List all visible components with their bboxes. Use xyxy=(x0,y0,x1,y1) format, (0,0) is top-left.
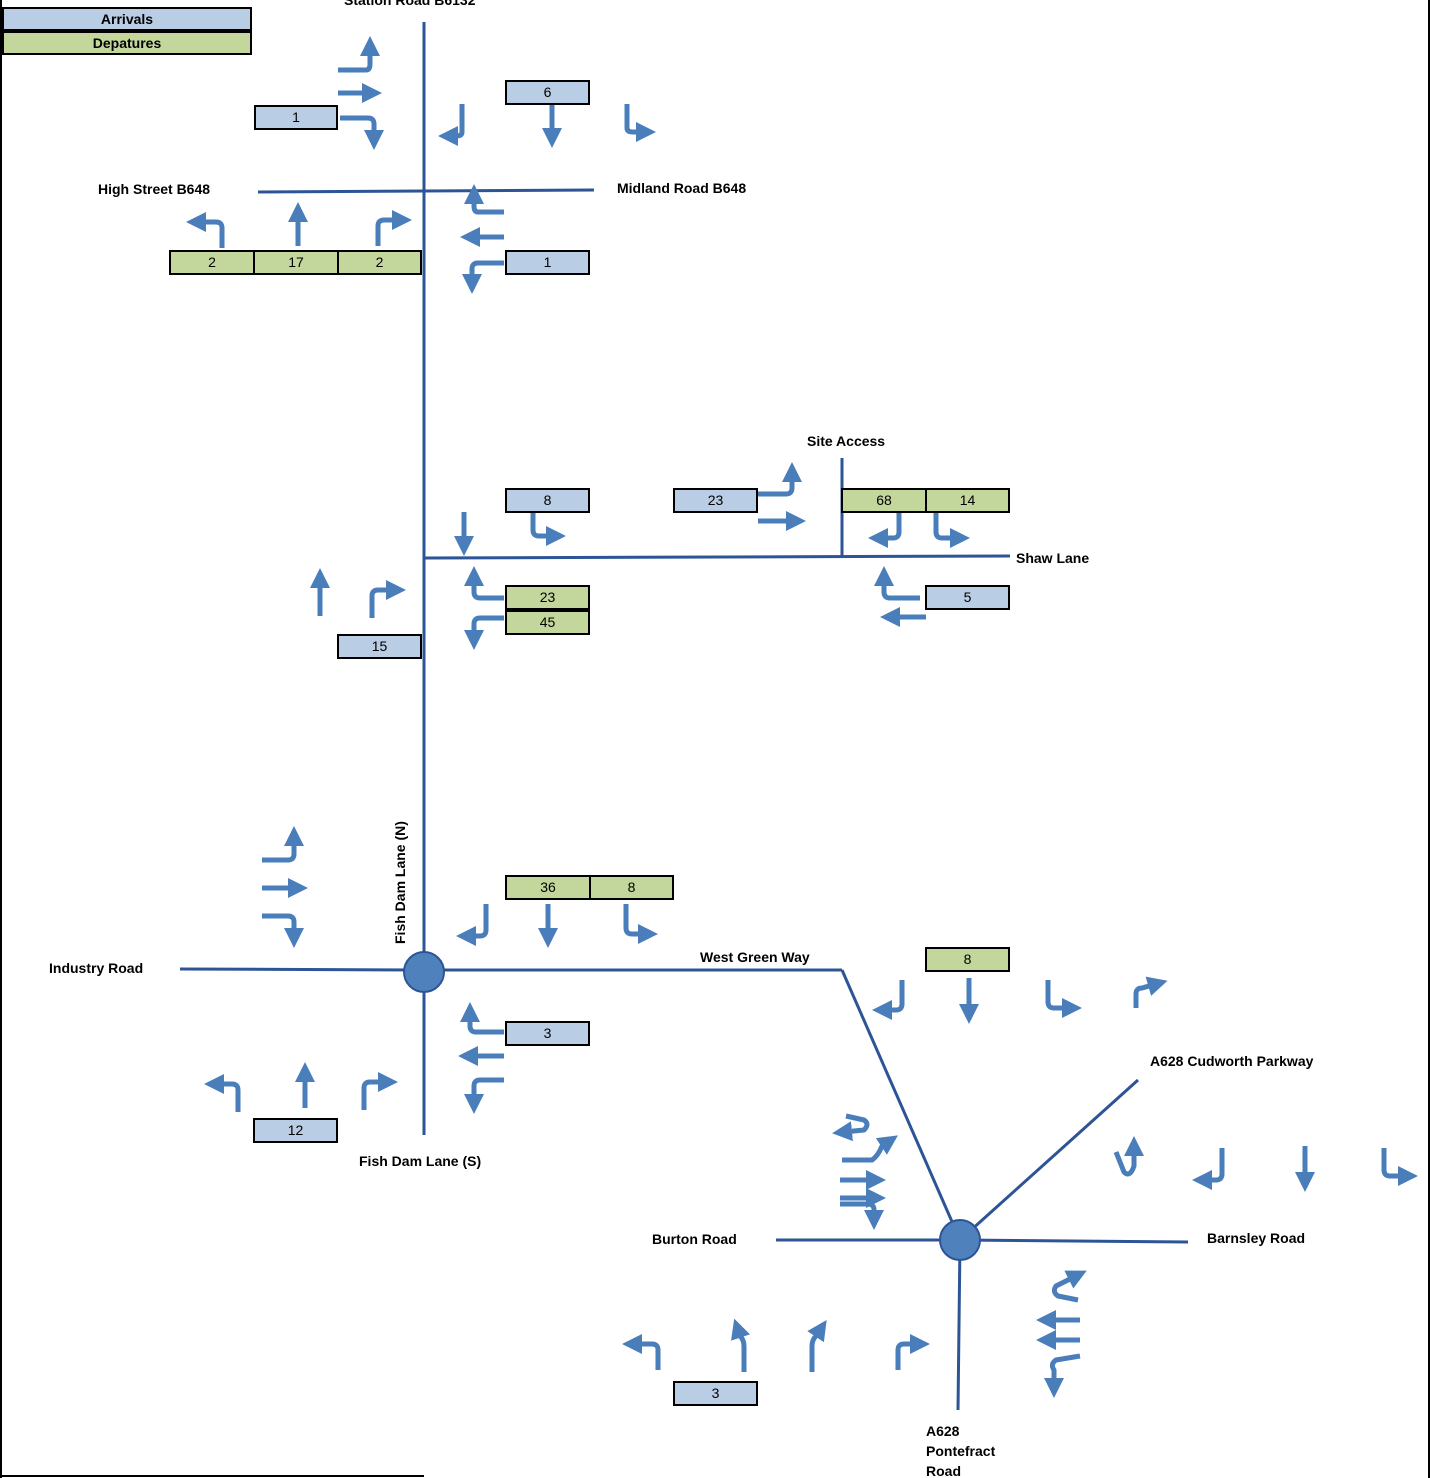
cudworth-parkway-line xyxy=(958,1078,1140,1242)
count-box-arrival: 1 xyxy=(505,250,590,275)
arrow-left-turn-icon xyxy=(262,826,304,863)
shaw-lane-line xyxy=(423,554,1011,560)
arrow-right-turn-icon xyxy=(438,104,465,146)
arrow-left-turn-icon xyxy=(464,1077,504,1114)
arrow-right-turn-icon xyxy=(840,1201,884,1230)
arrow-left-turn-icon xyxy=(338,36,380,73)
count-box-departure: 45 xyxy=(505,610,590,635)
count-box-departure: 8 xyxy=(589,875,674,900)
arrow-right-turn-icon xyxy=(464,184,504,215)
arrow-left-turn-icon xyxy=(1045,980,1082,1018)
arrow-left-turn-icon xyxy=(933,510,970,548)
arrow-right-turn-icon xyxy=(262,913,304,948)
label-industry-road: Industry Road xyxy=(49,960,144,976)
arrow-left-turn-icon xyxy=(462,260,504,294)
count-box-arrival: 3 xyxy=(505,1021,590,1046)
arrow-left-turn-icon xyxy=(186,212,225,248)
count-box-departure: 14 xyxy=(925,488,1010,513)
arrow-left-turn-icon xyxy=(464,615,504,650)
label-pontefract-road-1: A628 xyxy=(926,1423,960,1439)
legend-departures: Depatures xyxy=(2,31,252,55)
label-barnsley-road: Barnsley Road xyxy=(1207,1230,1306,1246)
barnsley-road-line xyxy=(959,1238,1189,1244)
arrow-right-turn-icon xyxy=(868,510,902,548)
pontefract-road-line xyxy=(956,1239,962,1411)
roundabout-fish-dam xyxy=(403,951,445,993)
arrow-right-turn-icon xyxy=(872,980,905,1020)
label-site-access: Site Access xyxy=(807,433,886,449)
label-midland-road: Midland Road B648 xyxy=(617,180,747,196)
count-box-departure: 68 xyxy=(841,488,927,513)
count-box-arrival: 15 xyxy=(337,634,422,659)
arrow-left-turn-icon xyxy=(530,512,566,546)
legend-arrivals: Arrivals xyxy=(2,7,252,31)
count-box-departure: 23 xyxy=(505,585,590,610)
arrow-right-turn-icon xyxy=(456,904,489,946)
count-box-arrival: 8 xyxy=(505,488,590,513)
label-pontefract-road-3: Road xyxy=(926,1463,961,1477)
arrow-right-turn-icon xyxy=(369,580,406,618)
count-box-arrival: 23 xyxy=(673,488,758,513)
label-fish-dam-lane-n: Fish Dam Lane (N) xyxy=(392,821,408,944)
count-box-departure: 2 xyxy=(169,250,255,275)
label-pontefract-road-2: Pontefract xyxy=(926,1443,996,1459)
label-cudworth-parkway: A628 Cudworth Parkway xyxy=(1150,1053,1314,1069)
arrow-left-turn-icon xyxy=(204,1074,241,1112)
arrow-left-turn-icon xyxy=(622,1334,661,1370)
roads xyxy=(179,22,1189,1411)
arrow-left-turn-icon xyxy=(624,104,656,142)
label-shaw-lane: Shaw Lane xyxy=(1016,550,1090,566)
count-box-departure: 8 xyxy=(925,947,1010,972)
arrow-left-turn-icon xyxy=(842,1135,898,1163)
count-box-arrival: 12 xyxy=(253,1118,338,1143)
arrow-ahead-icon xyxy=(731,1318,751,1372)
label-high-street: High Street B648 xyxy=(98,181,211,197)
arrow-right-turn-icon xyxy=(1051,1270,1087,1303)
count-box-departure: 2 xyxy=(337,250,422,275)
count-box-departure: 36 xyxy=(505,875,591,900)
arrow-right-turn-icon xyxy=(460,1002,504,1035)
roundabout-a628 xyxy=(939,1219,981,1261)
count-box-departure: 17 xyxy=(253,250,339,275)
arrow-right-turn-icon xyxy=(361,1072,398,1110)
arrow-left-turn-icon xyxy=(623,904,658,944)
label-station-road: Station Road B6132 xyxy=(344,0,476,8)
arrow-u-turn-icon xyxy=(1044,1353,1081,1398)
arrow-right-turn-icon xyxy=(340,115,384,150)
count-box-arrival: 6 xyxy=(505,80,590,105)
count-box-arrival: 1 xyxy=(254,105,338,130)
industry-road-line xyxy=(179,967,425,972)
arrow-u-turn-icon xyxy=(832,1113,870,1142)
arrow-u-turn-icon xyxy=(1133,976,1168,1008)
label-burton-road: Burton Road xyxy=(652,1231,737,1247)
arrow-right-turn-icon xyxy=(464,566,504,601)
count-box-arrival: 5 xyxy=(925,585,1010,610)
arrow-right-turn-icon xyxy=(375,210,412,246)
arrow-ahead-icon xyxy=(807,1320,827,1372)
link-road-line xyxy=(840,969,962,1241)
label-west-green-way: West Green Way xyxy=(700,949,810,965)
arrow-right-turn-icon xyxy=(895,1334,930,1370)
arrow-right-turn-icon xyxy=(1192,1148,1225,1190)
high-midland-road-line xyxy=(257,188,595,194)
arrow-left-turn-icon xyxy=(1381,1148,1418,1186)
arrow-right-turn-icon xyxy=(874,566,920,601)
movement-arrows xyxy=(186,36,1418,1398)
arrow-u-turn-icon xyxy=(1113,1136,1144,1177)
count-box-arrival: 3 xyxy=(673,1381,758,1406)
arrow-left-turn-icon xyxy=(758,462,802,497)
label-fish-dam-lane-s: Fish Dam Lane (S) xyxy=(359,1153,482,1169)
